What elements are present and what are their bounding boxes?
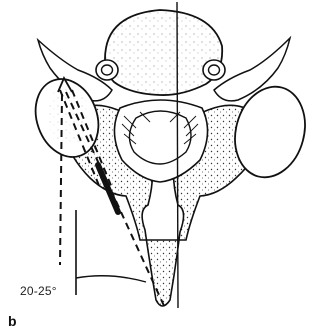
panel-label: b: [8, 313, 17, 329]
vertebral-body: [105, 10, 222, 95]
angle-label: 20-25°: [20, 284, 57, 298]
foramen-right: [203, 60, 225, 80]
foramen-left: [96, 60, 118, 80]
spinal-cord: [129, 111, 191, 164]
angle-arc: [76, 276, 146, 282]
